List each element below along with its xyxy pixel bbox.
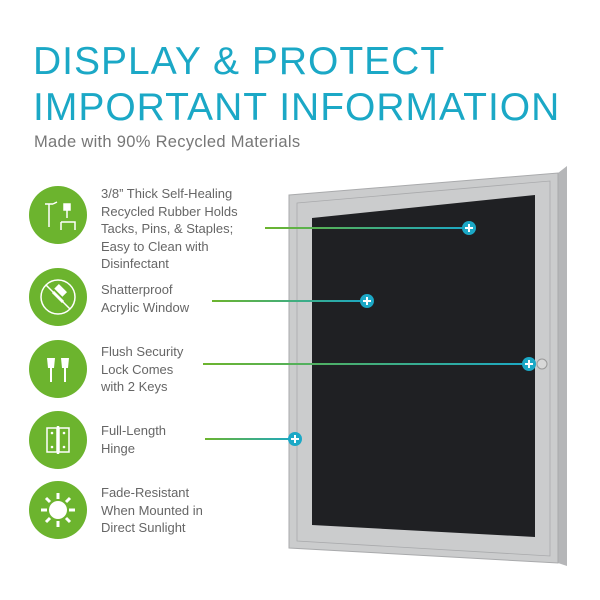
feature-text-rubber: 3/8” Thick Self-Healing Recycled Rubber …	[101, 186, 238, 271]
plus-marker-icon[interactable]	[288, 432, 302, 446]
lock-icon	[536, 358, 548, 370]
feature-text-acrylic: Shatterproof Acrylic Window	[101, 282, 190, 315]
callout-line-3	[203, 363, 529, 365]
callout-line-4	[205, 438, 295, 440]
hinge-icon	[29, 411, 87, 469]
cork-board	[312, 195, 535, 537]
callout-line-1	[265, 227, 469, 229]
feature-text-lock: Flush Security Lock Comes with 2 Keys	[101, 344, 184, 394]
frame-side	[558, 166, 567, 566]
frame-inner-edge	[296, 180, 551, 557]
pin-board-icon	[29, 186, 87, 244]
plus-marker-icon[interactable]	[522, 357, 536, 371]
plus-marker-icon[interactable]	[360, 294, 374, 308]
no-hammer-icon	[29, 268, 87, 326]
plus-marker-icon[interactable]	[462, 221, 476, 235]
callout-line-2	[212, 300, 367, 302]
subtitle: Made with 90% Recycled Materials	[34, 133, 301, 151]
sun-icon	[29, 481, 87, 539]
feature-text-fade: Fade-Resistant When Mounted in Direct Su…	[101, 485, 203, 535]
headline-line-2: IMPORTANT INFORMATION	[33, 86, 561, 129]
keys-icon	[29, 340, 87, 398]
headline-line-1: DISPLAY & PROTECT	[33, 40, 446, 83]
feature-text-hinge: Full-Length Hinge	[101, 423, 167, 456]
